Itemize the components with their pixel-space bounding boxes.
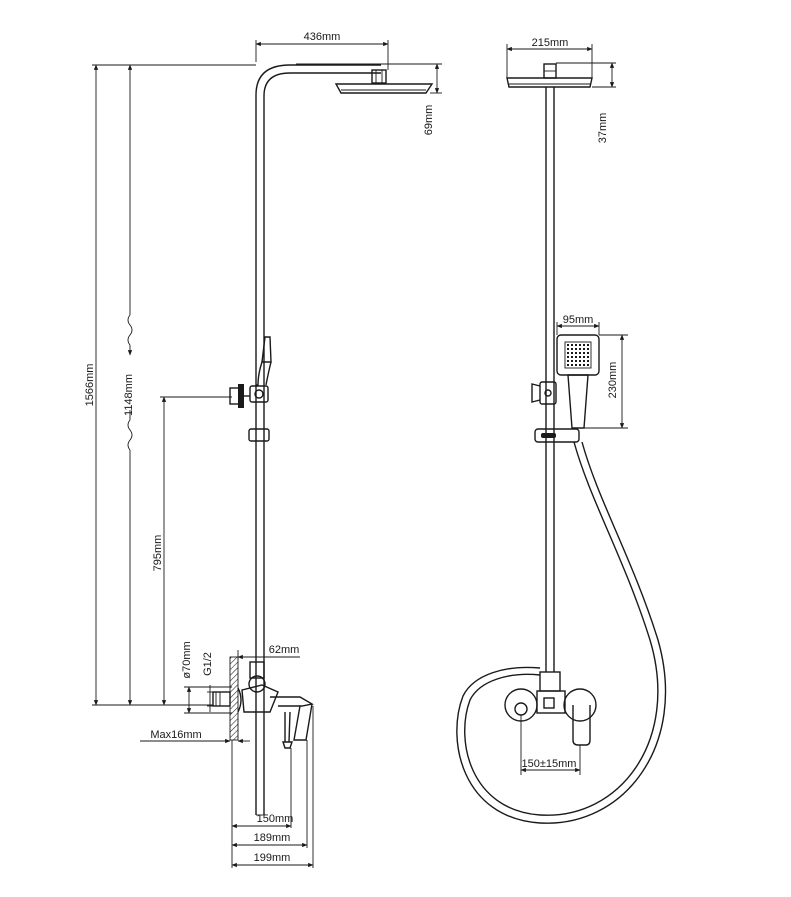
nozzle-dot: [571, 360, 573, 362]
nozzle-dot: [575, 344, 577, 346]
front-diverter: [531, 381, 557, 405]
nozzle-dot: [579, 344, 581, 346]
nozzle-dot: [567, 356, 569, 358]
nozzle-dot: [579, 356, 581, 358]
nozzle-dot: [583, 344, 585, 346]
dim-label-g12: G1/2: [202, 652, 214, 676]
dim-label-62: 62mm: [269, 644, 300, 656]
nozzle-dot: [575, 348, 577, 350]
nozzle-dot: [575, 364, 577, 366]
dim-head-projection: 436mm: [255, 31, 389, 70]
front-riser-pipe: [545, 87, 555, 672]
dim-front-head-height: 37mm: [556, 62, 616, 144]
dim-label-max16: Max16mm: [150, 729, 201, 741]
front-mixer: [504, 671, 597, 746]
front-shower-hose: [456, 441, 667, 824]
dim-depth-150: 150mm: [231, 740, 294, 868]
front-hand-shower: [556, 334, 600, 429]
dim-hand-length: 230mm: [584, 334, 628, 429]
dim-depth-189: 189mm: [231, 740, 308, 848]
nozzle-dot: [571, 344, 573, 346]
dim-label-436: 436mm: [304, 31, 341, 43]
nozzle-dot: [567, 344, 569, 346]
nozzle-dot: [575, 360, 577, 362]
dim-label-1148: 1148mm: [123, 374, 135, 416]
dim-head-height: 69mm: [296, 63, 442, 136]
nozzle-dot: [587, 344, 589, 346]
nozzle-dot: [587, 348, 589, 350]
dim-thread: G1/2: [202, 652, 214, 712]
nozzle-dot: [575, 352, 577, 354]
dim-mixer-offset: 62mm: [237, 644, 300, 660]
side-wall-section: [212, 656, 242, 741]
dim-label-215: 215mm: [532, 37, 569, 49]
nozzle-dot: [583, 364, 585, 366]
dim-label-70: ø70mm: [181, 641, 193, 678]
nozzle-dot: [571, 348, 573, 350]
nozzle-dot: [583, 360, 585, 362]
nozzle-dot: [567, 360, 569, 362]
dim-inlet-height: 795mm: [152, 396, 232, 706]
nozzle-dot: [567, 348, 569, 350]
nozzle-dot: [587, 360, 589, 362]
side-mixer: [241, 661, 314, 749]
dim-label-centers: 150±15mm: [522, 758, 577, 770]
nozzle-dot: [579, 364, 581, 366]
nozzle-dot: [571, 356, 573, 358]
dim-max-wall: Max16mm: [140, 729, 250, 744]
dim-depth-199: 199mm: [231, 706, 314, 868]
nozzle-dot: [571, 364, 573, 366]
dim-label-189: 189mm: [254, 832, 291, 844]
dim-centers: 150±15mm: [520, 715, 581, 775]
dim-label-1566: 1566mm: [84, 364, 96, 407]
dim-escutcheon: ø70mm: [181, 641, 232, 714]
dim-hand-width: 95mm: [556, 314, 600, 335]
dim-outlet-height: 1148mm: [123, 64, 135, 706]
side-outlet-diverter: [229, 384, 269, 408]
dim-label-95: 95mm: [563, 314, 594, 326]
side-hand-shower: [256, 336, 272, 386]
dim-label-230: 230mm: [607, 362, 619, 399]
dim-label-150: 150mm: [257, 813, 294, 825]
side-riser-pipe: [255, 64, 381, 816]
nozzle-dot: [575, 356, 577, 358]
side-slide-holder: [248, 428, 270, 442]
side-view: 436mm 69mm 1566mm 1148mm: [84, 31, 442, 868]
dim-total-height: 1566mm: [84, 64, 256, 706]
front-rain-head: [506, 63, 593, 88]
nozzle-dot: [579, 360, 581, 362]
nozzle-dot: [567, 352, 569, 354]
front-view: 215mm 37mm 95mm 230mm 150±15mm: [456, 37, 667, 824]
nozzle-dot: [587, 364, 589, 366]
nozzle-dot: [579, 348, 581, 350]
nozzle-dot: [583, 348, 585, 350]
front-slide-holder: [534, 428, 580, 443]
nozzle-dot: [579, 352, 581, 354]
nozzle-dot: [567, 364, 569, 366]
dim-label-69: 69mm: [423, 105, 435, 136]
nozzle-dot: [583, 356, 585, 358]
nozzle-dot: [571, 352, 573, 354]
dim-label-37: 37mm: [597, 113, 609, 144]
dim-label-199: 199mm: [254, 852, 291, 864]
dim-front-head-width: 215mm: [506, 37, 593, 78]
nozzle-dot: [587, 352, 589, 354]
front-hand-shower-nozzles: [567, 344, 589, 366]
dim-label-795: 795mm: [152, 535, 164, 572]
nozzle-dot: [583, 352, 585, 354]
side-rain-head: [334, 69, 434, 94]
nozzle-dot: [587, 356, 589, 358]
